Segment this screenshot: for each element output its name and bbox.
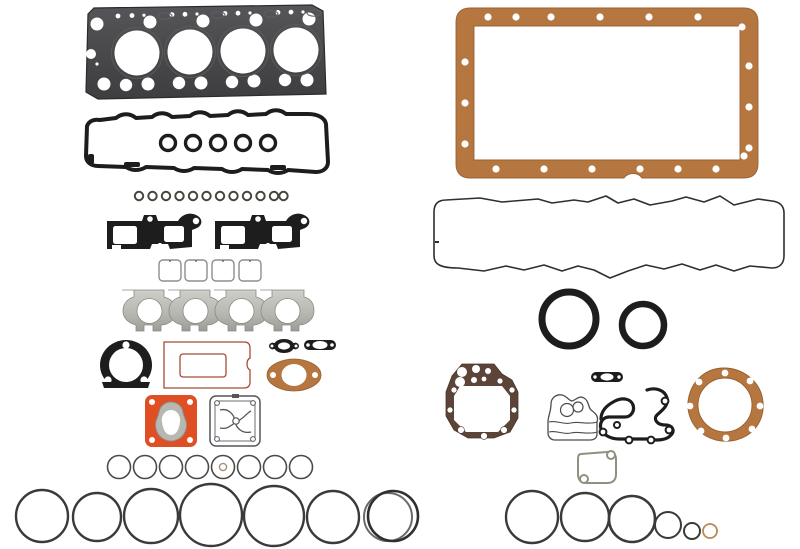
o-ring-row-large <box>8 482 413 548</box>
cylinder-head-gasket <box>80 2 330 102</box>
air-compressor-head-gasket <box>208 394 262 448</box>
small-oval-flange-gasket <box>268 338 300 354</box>
side-cover-plate-gasket <box>160 338 254 392</box>
intake-manifold-gasket <box>104 211 208 257</box>
o-ring-row-large-tail <box>366 487 420 545</box>
air-compressor-base-gasket <box>144 394 198 448</box>
exhaust-manifold-gasket <box>120 288 315 334</box>
rear-housing-gasket <box>440 362 522 442</box>
water-pump-gasket <box>545 392 601 442</box>
oil-pan-gasket <box>452 4 762 182</box>
crankshaft-rear-seal <box>538 288 600 350</box>
small-square-tab-gasket <box>575 448 619 486</box>
thermostat-housing-gasket <box>96 338 156 392</box>
valve-stem-seal-row <box>133 188 289 204</box>
exhaust-flange-gasket <box>266 358 322 392</box>
square-port-gasket-row <box>158 258 264 284</box>
valve-cover-gasket <box>82 108 332 178</box>
intake-manifold-gasket <box>212 211 316 257</box>
o-ring-row-small <box>105 452 320 482</box>
crankshaft-front-seal <box>618 300 668 350</box>
small-oval-flange-gasket <box>590 369 624 385</box>
oil-pan-rail-gasket <box>428 186 788 284</box>
oil-cooler-gasket <box>595 385 681 447</box>
timing-cover-gasket <box>684 366 766 444</box>
o-ring-row-right <box>496 487 796 547</box>
small-oval-flange-gasket <box>303 336 337 354</box>
